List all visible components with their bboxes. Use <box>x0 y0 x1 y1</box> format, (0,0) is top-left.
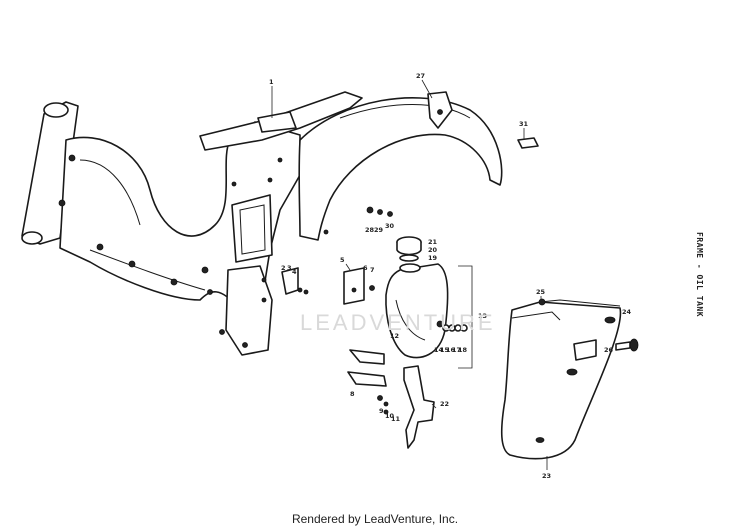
callout-25: 25 <box>536 288 546 296</box>
callout-24: 24 <box>622 308 632 316</box>
callout-8: 8 <box>350 390 355 398</box>
bracket-bolt <box>369 285 375 291</box>
tank-support-strap <box>403 365 435 449</box>
grommet-part <box>538 298 546 306</box>
group-bracket-13 <box>458 265 473 369</box>
callout-29: 29 <box>374 226 384 234</box>
callout-15: 15 <box>440 346 450 354</box>
leader-lines <box>271 79 548 470</box>
footer-credit: Rendered by LeadVenture, Inc. <box>291 512 459 526</box>
callout-16: 16 <box>446 346 456 354</box>
oil-tank-clip-part <box>517 137 539 149</box>
callout-4: 4 <box>292 268 297 276</box>
callout-labels: 1 2 3 4 5 6 7 8 9 10 11 12 13 14 15 16 1… <box>269 72 632 480</box>
callout-17: 17 <box>452 346 461 354</box>
cover-bracket-part <box>573 339 597 361</box>
callout-31: 31 <box>519 120 529 128</box>
oil-tank-part <box>385 263 449 359</box>
callout-14: 14 <box>434 346 444 354</box>
callout-23: 23 <box>542 472 551 480</box>
callout-2: 2 <box>281 264 286 272</box>
diagram-title: FRAME - OIL TANK <box>695 232 704 318</box>
fender-bolt-set <box>366 206 393 217</box>
callout-18: 18 <box>458 346 468 354</box>
rear-fender-part <box>298 91 503 241</box>
callout-21: 21 <box>428 238 438 246</box>
callout-12: 12 <box>390 332 399 340</box>
callout-20: 20 <box>428 246 438 254</box>
callout-22: 22 <box>440 400 449 408</box>
callout-9: 9 <box>379 407 384 415</box>
callout-28: 28 <box>365 226 375 234</box>
callout-6: 6 <box>363 264 368 272</box>
side-cover-part <box>500 299 622 460</box>
oil-tank-cap-part <box>396 236 422 262</box>
callout-7: 7 <box>370 266 375 274</box>
callout-26: 26 <box>604 346 614 354</box>
callout-1: 1 <box>269 78 274 86</box>
drain-plug-hardware <box>442 324 468 332</box>
frame-mount-hardware <box>281 267 309 295</box>
watermark: LEADVENTURE <box>300 310 496 335</box>
callout-11: 11 <box>391 415 401 423</box>
callout-19: 19 <box>428 254 438 262</box>
cover-knob-part <box>615 338 639 352</box>
callout-10: 10 <box>385 412 395 420</box>
callout-5: 5 <box>340 256 345 264</box>
callout-13: 13 <box>478 312 487 320</box>
callout-3: 3 <box>287 264 292 272</box>
frame-part <box>21 91 363 356</box>
callout-30: 30 <box>385 222 395 230</box>
lower-bracket-part <box>347 349 389 415</box>
tank-bracket-part <box>343 267 365 305</box>
callout-27: 27 <box>416 72 425 80</box>
